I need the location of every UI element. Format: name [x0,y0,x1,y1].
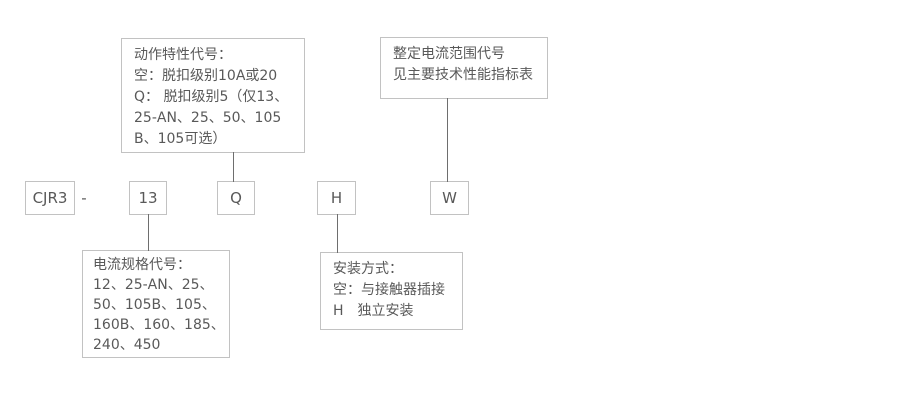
connector-current-range [447,98,448,182]
note-action-characteristic: 动作特性代号： 空：脱扣级别10A或20 Q： 脱扣级别5（仅13、 25-AN… [121,38,305,153]
connector-current-spec [148,214,149,251]
connector-action-characteristic [233,152,234,182]
model-prefix-box: CJR3 [25,181,75,215]
note-mounting: 安装方式： 空：与接触器插接 H 独立安装 [320,252,463,330]
connector-mounting [337,214,338,253]
note-current-range: 整定电流范围代号 见主要技术性能指标表 [380,37,548,99]
separator-dash: - [81,189,87,207]
code-box-mounting: H [317,181,356,215]
code-box-current-range: W [430,181,469,215]
code-box-current-spec: 13 [129,181,167,215]
note-current-spec: 电流规格代号： 12、25-AN、25、 50、105B、105、 160B、1… [82,250,230,358]
code-box-action-characteristic: Q [217,181,255,215]
